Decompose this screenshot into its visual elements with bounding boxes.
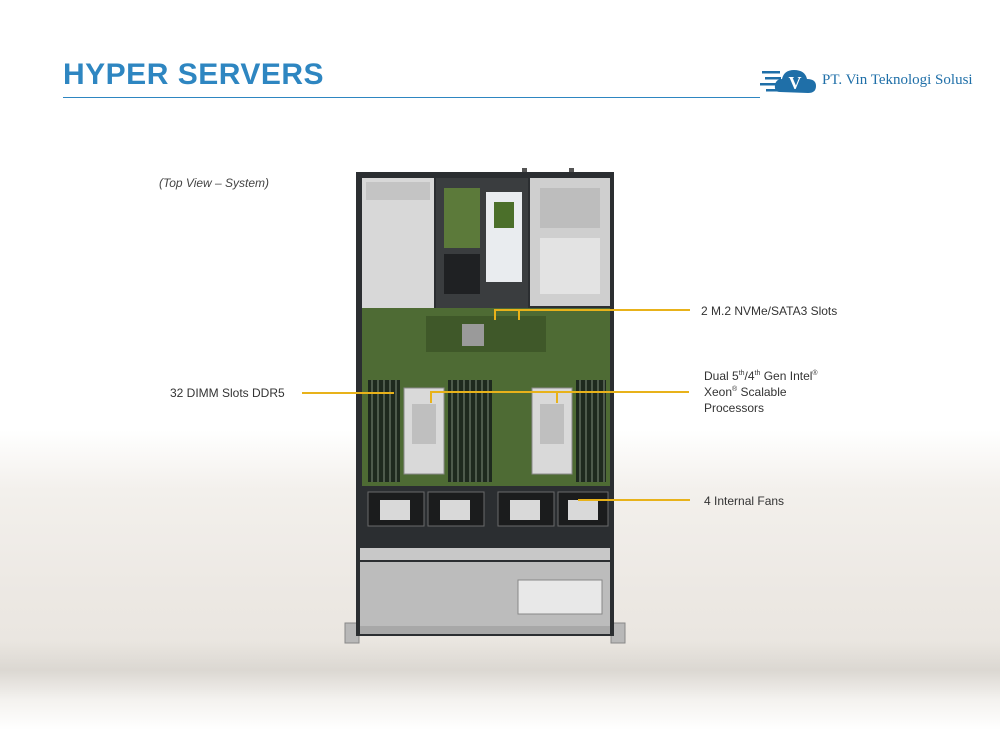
fans-leader-line bbox=[578, 499, 690, 501]
cpu-leader-tick-right bbox=[556, 391, 558, 403]
company-name: PT. Vin Teknologi Solusi bbox=[822, 72, 973, 88]
processors-label-line3: Processors bbox=[704, 401, 765, 415]
processors-label-line2: Xeon® Scalable bbox=[704, 385, 787, 399]
cloud-v-logo-icon: V bbox=[760, 70, 816, 93]
cpu-leader-line bbox=[430, 391, 689, 393]
dimm-slots-label: 32 DIMM Slots DDR5 bbox=[170, 386, 285, 400]
background-floor-shadow bbox=[0, 640, 1000, 700]
cpu-leader-tick-left bbox=[430, 391, 432, 403]
page-title: HYPER SERVERS bbox=[63, 58, 325, 91]
figure-caption: (Top View – System) bbox=[159, 176, 270, 190]
m2-leader-tick-left bbox=[494, 309, 496, 320]
company-logo: V PT. Vin Teknologi Solusi bbox=[760, 62, 990, 98]
logo-letter: V bbox=[789, 73, 802, 93]
dimm-leader-line bbox=[302, 392, 394, 394]
title-underline bbox=[63, 97, 760, 98]
m2-leader-line bbox=[494, 309, 690, 311]
processors-label-line1: Dual 5th/4th Gen Intel® bbox=[704, 369, 818, 383]
fans-label: 4 Internal Fans bbox=[704, 494, 785, 508]
m2-leader-tick-right bbox=[518, 309, 520, 320]
server-top-view-image bbox=[344, 168, 626, 644]
processors-label: Dual 5th/4th Gen Intel® Xeon® Scalable P… bbox=[704, 368, 818, 416]
m2-slots-label: 2 M.2 NVMe/SATA3 Slots bbox=[701, 304, 838, 318]
